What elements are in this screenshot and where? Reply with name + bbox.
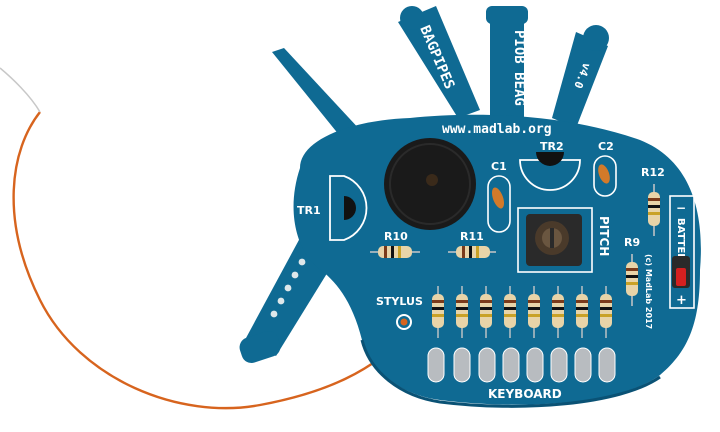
- stylus-pad-center: [400, 318, 408, 326]
- label-battery-minus: −: [676, 201, 686, 215]
- key-pad: [502, 347, 520, 383]
- label-battery-plus: +: [676, 293, 687, 308]
- label-keyboard: KEYBOARD: [488, 387, 562, 401]
- tr2-outline: [519, 159, 581, 191]
- key-resistors: [432, 286, 612, 338]
- key-resistor: [480, 286, 492, 338]
- label-r10: R10: [384, 230, 408, 243]
- key-pad: [526, 347, 544, 383]
- drone-middle: [486, 6, 528, 122]
- stylus-wire: [12, 111, 403, 410]
- label-copyright: (c) MadLab 2017: [644, 254, 653, 329]
- label-stylus: STYLUS: [376, 295, 423, 308]
- label-pitch: PITCH: [597, 216, 611, 256]
- r10-resistor: [370, 246, 420, 258]
- stylus-wire-end: [0, 67, 41, 113]
- key-resistor: [576, 286, 588, 338]
- key-pad: [574, 347, 592, 383]
- blowpipe-arm: [239, 238, 334, 363]
- key-resistor: [528, 286, 540, 338]
- pitch-outline: [517, 207, 593, 273]
- r9-resistor: [626, 254, 638, 306]
- red-led-icon: [672, 256, 690, 288]
- drone-left: [398, 6, 480, 118]
- keyboard-pads: [427, 347, 616, 383]
- pcb-edge-shade: [360, 339, 661, 408]
- key-pad: [427, 347, 445, 383]
- battery-outline: [669, 195, 695, 309]
- key-resistor: [600, 286, 612, 338]
- key-pad: [550, 347, 568, 383]
- key-pad: [478, 347, 496, 383]
- label-r12: R12: [641, 166, 665, 179]
- label-c1: C1: [491, 160, 507, 173]
- label-piob-beag: PIOB BEAG: [511, 30, 527, 106]
- r11-resistor: [448, 246, 496, 258]
- drone-right: [552, 25, 609, 128]
- key-pad: [598, 347, 616, 383]
- chanter-spike: [272, 48, 362, 146]
- label-tr1: TR1: [297, 204, 321, 217]
- piezo-buzzer-icon: [384, 138, 476, 230]
- r12-resistor: [648, 184, 660, 236]
- label-r9: R9: [624, 236, 640, 249]
- trimmer-potentiometer-icon: [526, 214, 582, 266]
- transistor-icon: [344, 196, 356, 220]
- c1-capacitor: [491, 187, 505, 209]
- key-resistor: [552, 286, 564, 338]
- tr1-outline: [329, 175, 368, 241]
- stylus-pad: [396, 314, 412, 330]
- c1-outline: [487, 175, 511, 233]
- c2-outline: [593, 155, 617, 197]
- key-pad: [453, 347, 471, 383]
- label-tr2: TR2: [540, 140, 564, 153]
- key-resistor: [432, 286, 444, 338]
- label-c2: C2: [598, 140, 614, 153]
- key-resistor: [456, 286, 468, 338]
- c2-capacitor: [598, 164, 610, 184]
- tr2-transistor-icon: [536, 152, 564, 166]
- key-resistor: [504, 286, 516, 338]
- pcb-body: [293, 114, 701, 405]
- label-r11: R11: [460, 230, 484, 243]
- label-website: www.madlab.org: [442, 122, 552, 137]
- label-battery: BATTERY: [675, 218, 686, 268]
